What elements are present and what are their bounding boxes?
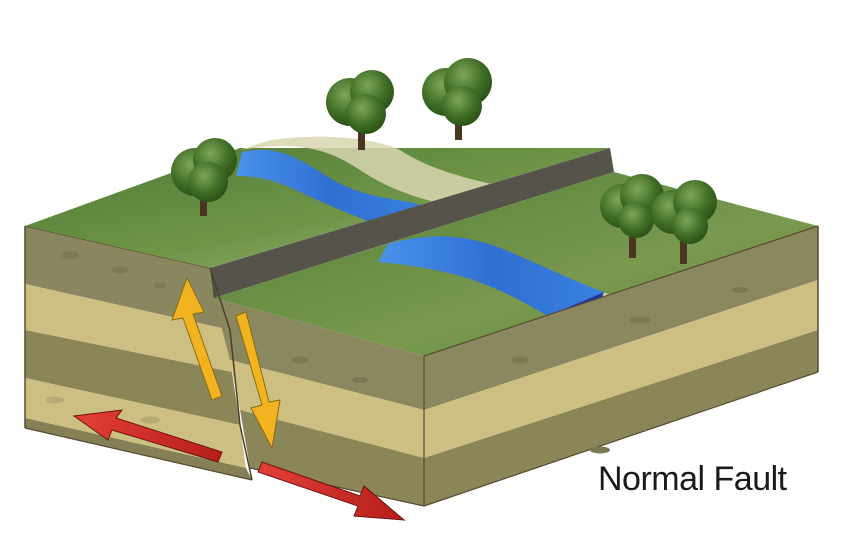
tree-icon: [326, 70, 394, 150]
hanging-wall-front-face: [214, 298, 425, 507]
river-upstream: [236, 149, 424, 222]
river-downstream: [378, 236, 604, 316]
hanging-wall-down-arrow: [235, 311, 281, 450]
hanging-wall-side-face: [423, 225, 819, 507]
footwall-up-arrow: [171, 276, 223, 401]
fault-scarp: [210, 148, 614, 298]
footwall-block: [24, 136, 610, 481]
tree-icon: [422, 58, 492, 140]
right-tension-arrow: [257, 461, 406, 521]
fault-type-label: Normal Fault: [598, 460, 787, 498]
tree-icon: [651, 180, 717, 264]
left-tension-arrow: [72, 409, 223, 463]
tree-icon: [171, 138, 237, 216]
